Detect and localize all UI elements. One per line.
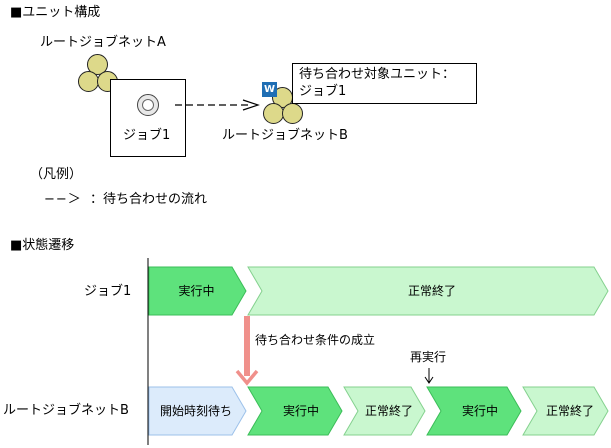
jobnet-b-waiting-bar	[148, 386, 247, 436]
condition-label: 待ち合わせ条件の成立	[255, 333, 376, 347]
legend-arrow-symbol: −−＞	[44, 192, 82, 207]
job1-box-label: ジョブ1	[123, 128, 171, 143]
jobnet-b-state-running-1: 実行中	[282, 404, 319, 418]
unit-config-heading: ■ユニット構成	[10, 5, 101, 20]
jobnet-b-finished-bar-2	[522, 386, 609, 436]
job1-finished-bar	[247, 266, 609, 316]
root-jobnet-b-label: ルートジョブネットB	[222, 128, 348, 143]
job1-running-bar	[148, 266, 247, 316]
rerun-arrow	[424, 368, 434, 384]
jobnet-b-running-bar-2	[426, 386, 522, 436]
jobnet-b-state-finished-1: 正常終了	[364, 404, 413, 418]
row-label-job1: ジョブ1	[84, 284, 132, 299]
state-transition-heading: ■状態遷移	[10, 238, 75, 253]
wait-badge-icon: W	[262, 82, 277, 97]
jobnet-b-state-finished-2: 正常終了	[545, 404, 594, 418]
jobnet-b-running-bar-1	[247, 386, 343, 436]
jobnet-b-state-waiting: 開始時刻待ち	[159, 404, 232, 418]
wait-target-line1: 待ち合わせ対象ユニット：	[299, 67, 456, 82]
job1-box[interactable]	[110, 79, 186, 157]
job1-state-running: 実行中	[178, 284, 215, 298]
jobnet-b-state-running-2: 実行中	[461, 404, 498, 418]
legend-arrow-desc: ：待ち合わせの流れ	[90, 192, 208, 207]
row-label-jobnet-b: ルートジョブネットB	[3, 403, 129, 418]
jobnet-b-finished-bar-1	[343, 386, 426, 436]
job1-state-finished: 正常終了	[407, 284, 456, 298]
rerun-label: 再実行	[410, 350, 447, 364]
wait-target-line2: ジョブ1	[299, 84, 347, 99]
condition-arrow	[235, 316, 259, 386]
wait-target-callout	[292, 63, 477, 104]
root-jobnet-a-label: ルートジョブネットA	[40, 35, 166, 50]
legend-title: （凡例）	[30, 167, 83, 182]
wait-flow-arrowhead	[242, 99, 260, 111]
